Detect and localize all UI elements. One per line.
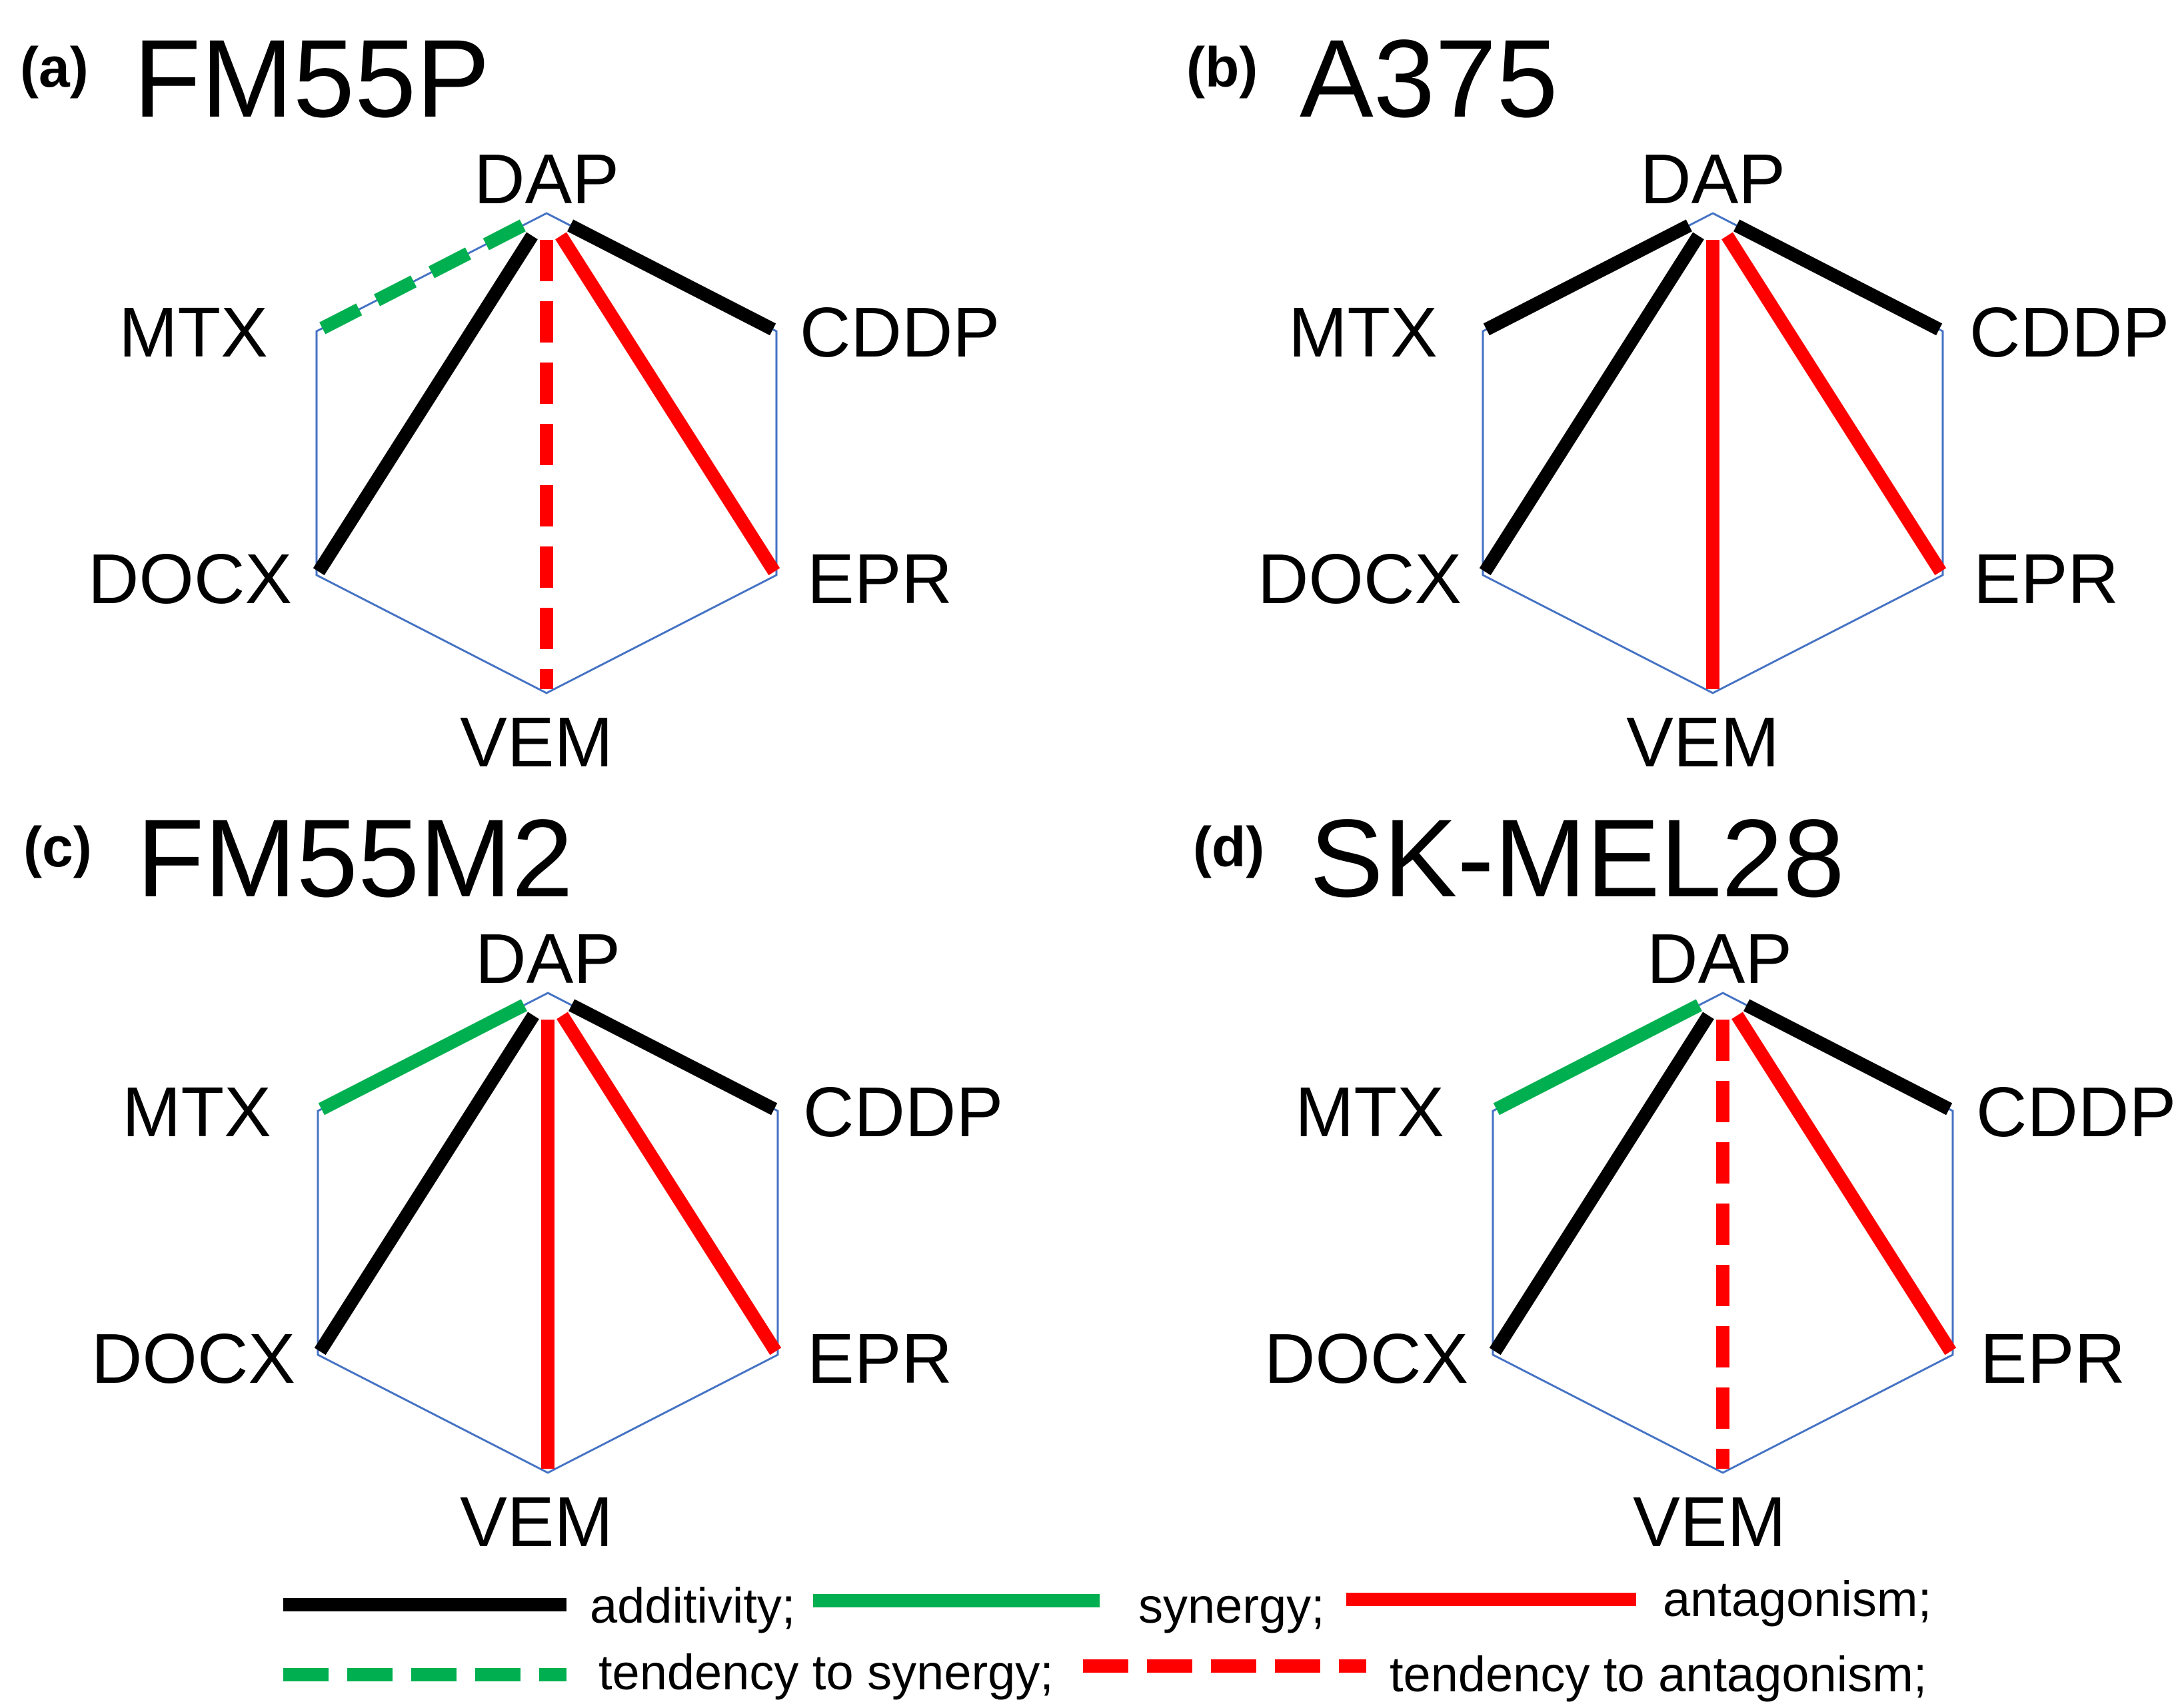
node-label-dap: DAP — [1640, 140, 1785, 219]
node-label-vem: VEM — [1633, 1483, 1786, 1561]
legend: additivity; synergy; antagonism; tendenc… — [283, 1571, 1931, 1702]
panel-tag: (d) — [1193, 816, 1264, 878]
panel-title: A375 — [1300, 17, 1558, 141]
hexagon-outline — [1482, 212, 1944, 694]
node-label-docx: DOCX — [1258, 540, 1462, 618]
panel-tag: (b) — [1186, 36, 1258, 99]
legend-label-synergy: synergy; — [1138, 1578, 1325, 1633]
node-label-cddp: CDDP — [1969, 293, 2169, 372]
hexagon-outline — [315, 212, 778, 694]
node-label-mtx: MTX — [119, 293, 268, 372]
edge-dap-docx — [314, 1012, 539, 1355]
hexagon-outline-shape — [317, 992, 779, 1474]
interaction-edges — [314, 999, 782, 1469]
node-label-cddp: CDDP — [1976, 1073, 2176, 1152]
node-label-epr: EPR — [1980, 1319, 2125, 1398]
node-label-cddp: CDDP — [800, 293, 1000, 372]
panel-b: (b) A375 DAP MTX CDDP DOCX EPR VEM — [1186, 17, 2169, 782]
node-label-vem: VEM — [1626, 703, 1779, 782]
node-label-mtx: MTX — [1288, 293, 1438, 372]
node-label-vem: VEM — [460, 1483, 613, 1561]
node-label-epr: EPR — [1973, 540, 2119, 618]
edge-dap-mtx — [1483, 219, 1692, 336]
hexagon-outline-shape — [1482, 212, 1944, 694]
node-label-cddp: CDDP — [803, 1073, 1003, 1152]
panel-a: (a) FM55P DAP MTX CDDP DOCX EPR VEM — [20, 17, 1000, 782]
edge-dap-cddp — [1733, 219, 1943, 336]
edge-dap-cddp — [1743, 999, 1953, 1116]
panel-title: FM55M2 — [137, 797, 573, 920]
interaction-edges — [1489, 999, 1957, 1469]
edge-dap-docx — [1479, 232, 1704, 576]
node-label-epr: EPR — [807, 1319, 952, 1398]
legend-label-tendency-antagonism: tendency to antagonism; — [1390, 1647, 1927, 1702]
hexagon-outline-shape — [1492, 992, 1954, 1474]
edge-dap-mtx — [317, 219, 526, 336]
panel-d: (d) SK-MEL28 DAP MTX CDDP DOCX EPR VEM — [1193, 797, 2176, 1561]
edge-dap-docx — [1489, 1012, 1714, 1355]
node-label-mtx: MTX — [122, 1073, 271, 1152]
edge-dap-epr — [555, 232, 780, 576]
hexagon-outline — [317, 992, 779, 1474]
edge-dap-epr — [556, 1012, 782, 1355]
interaction-edges — [1479, 219, 1947, 689]
node-label-mtx: MTX — [1295, 1073, 1444, 1152]
panel-title: FM55P — [133, 17, 490, 141]
node-label-docx: DOCX — [91, 1319, 295, 1398]
node-label-vem: VEM — [460, 703, 613, 782]
legend-label-additivity: additivity; — [590, 1578, 795, 1633]
node-label-docx: DOCX — [88, 540, 292, 618]
panel-c: (c) FM55M2 DAP MTX CDDP DOCX EPR VEM — [23, 797, 1003, 1561]
edge-dap-mtx — [1493, 999, 1702, 1116]
legend-label-antagonism: antagonism; — [1663, 1571, 1931, 1627]
edge-dap-epr — [1731, 1012, 1957, 1355]
panel-tag: (c) — [23, 816, 92, 878]
edge-dap-cddp — [567, 219, 776, 336]
interaction-edges — [313, 219, 780, 689]
node-label-epr: EPR — [807, 540, 952, 618]
panel-tag: (a) — [20, 36, 89, 99]
node-label-docx: DOCX — [1264, 1319, 1468, 1398]
node-label-dap: DAP — [474, 140, 619, 219]
hexagon-outline — [1492, 992, 1954, 1474]
node-label-dap: DAP — [1647, 920, 1792, 998]
edge-dap-epr — [1721, 232, 1947, 576]
panel-title: SK-MEL28 — [1310, 797, 1845, 920]
hexagon-outline-shape — [315, 212, 778, 694]
edge-dap-cddp — [568, 999, 778, 1116]
edge-dap-docx — [313, 232, 538, 576]
node-label-dap: DAP — [475, 920, 620, 998]
legend-label-tendency-synergy: tendency to synergy; — [598, 1645, 1054, 1700]
edge-dap-mtx — [318, 999, 527, 1116]
